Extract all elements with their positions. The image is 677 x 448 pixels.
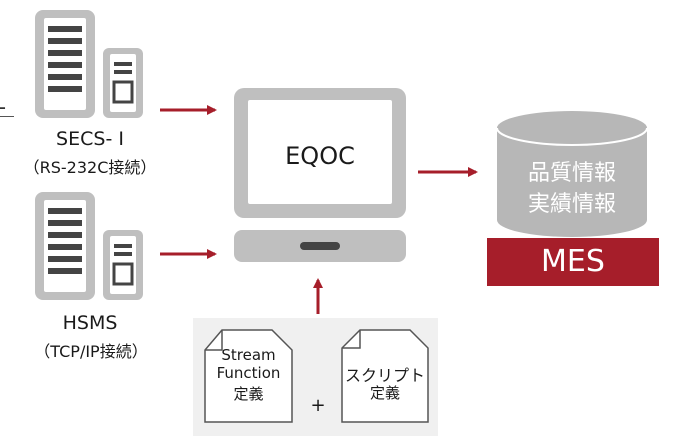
database-icon [496,111,648,237]
document-icon-stream-function [204,329,293,423]
mes-label: MES [541,244,605,279]
doc2-teigi-label: 定義 [369,384,400,402]
script-label: スクリプト [344,366,425,385]
cut-off-label: L [0,90,14,117]
plus-sign: + [310,395,326,416]
stream-line-label: Stream [221,346,276,364]
monitor-icon [234,88,406,218]
db-line2-label: 実績情報 [527,192,616,217]
hsms-detail-label: （TCP/IP接続） [34,342,148,361]
server-icon-hsms [35,192,143,300]
db-line1-label: 品質情報 [527,161,616,186]
document-icon-script [341,329,429,423]
secs-name-label: SECS- I [56,128,124,150]
doc1-teigi-label: 定義 [233,385,264,403]
secs-detail-label: （RS-232C接続） [23,158,157,177]
server-icon-secs [35,10,143,118]
hsms-name-label: HSMS [62,312,118,334]
eqoc-label: EQOC [285,142,355,170]
mes-banner [487,238,659,286]
function-line-label: Function [216,364,281,382]
keyboard-icon [234,230,406,262]
